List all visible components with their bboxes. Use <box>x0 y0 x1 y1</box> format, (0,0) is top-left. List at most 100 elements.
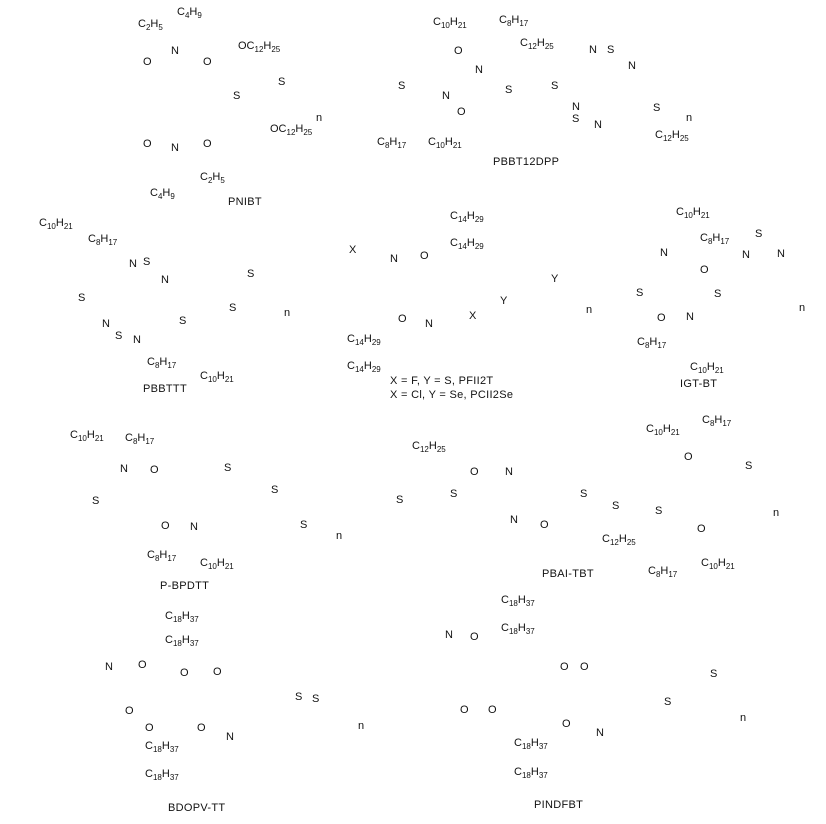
pbbt12dpp-bt-s-top: S <box>607 44 615 56</box>
pindfbt-o-5: O <box>580 661 589 673</box>
x-f-y-s-pfii2t-n-sub: n <box>586 304 593 316</box>
pindfbt-alkyl-c18h37-1: C18H37 <box>501 594 535 608</box>
bdopv-tt-s-1: S <box>295 691 303 703</box>
x-f-y-s-pfii2t-alkyl-c14h29-4: C14H29 <box>347 360 381 374</box>
p-bpdtt-o-bottom: O <box>161 520 170 532</box>
pbbttt-alkyl-c8h17-top: C8H17 <box>88 233 118 247</box>
pbbt12dpp-bt-n-3: N <box>572 101 580 113</box>
p-bpdtt-s-4: S <box>300 519 308 531</box>
pbai-tbt-n-bottom: N <box>510 514 518 526</box>
pindfbt-o-4: O <box>560 661 569 673</box>
p-bpdtt-alkyl-c10h21-top: C10H21 <box>70 429 104 443</box>
pnibt-o-3: O <box>143 138 152 150</box>
pbai-tbt-s-6: S <box>745 460 753 472</box>
igt-bt-n-top: N <box>660 247 668 259</box>
pnibt-name: PNIBT <box>228 196 262 208</box>
bdopv-tt-o-2: O <box>125 705 134 717</box>
x-f-y-s-pfii2t-name: X = F, Y = S, PFII2T <box>390 375 494 387</box>
pbbttt-s-4: S <box>247 268 255 280</box>
p-bpdtt-n-sub: n <box>336 530 343 542</box>
pbai-tbt-o-carbonyl-top: O <box>470 466 479 478</box>
pbbt12dpp-n-sub: n <box>686 112 693 124</box>
pnibt-alkoxy-top: OC12H25 <box>238 40 281 54</box>
bdopv-tt-alkyl-c18h37-4: C18H37 <box>145 768 179 782</box>
x-f-y-s-pfii2t-n-bottom: N <box>425 318 433 330</box>
x-f-y-s-pfii2t-alkyl-c14h29-1: C14H29 <box>450 210 484 224</box>
bdopv-tt-alkyl-c18h37-2: C18H37 <box>165 634 199 648</box>
pbbt12dpp-alkyl-c8h17-top: C8H17 <box>499 14 529 28</box>
pnibt-o-4: O <box>203 138 212 150</box>
igt-bt-bt-n-1: N <box>742 249 750 261</box>
igt-bt-n-bottom: N <box>686 311 694 323</box>
igt-bt-alkyl-c8h17-top: C8H17 <box>700 232 730 246</box>
pbai-tbt-o-carbonyl-bottom: O <box>540 519 549 531</box>
igt-bt-alkyl-c10h21-top: C10H21 <box>676 206 710 220</box>
x-f-y-s-pfii2t-o-bottom: O <box>398 313 407 325</box>
x-f-y-s-pfii2t-o-top: O <box>420 250 429 262</box>
pbbttt-bt-n-2: N <box>161 274 169 286</box>
p-bpdtt-s-3: S <box>271 484 279 496</box>
bdopv-tt-n-sub: n <box>358 720 365 732</box>
bdopv-tt-name: BDOPV-TT <box>168 802 226 814</box>
igt-bt-alkyl-c10h21-bottom: C10H21 <box>690 361 724 375</box>
pindfbt-o-6: O <box>562 718 571 730</box>
pbai-tbt-s-3: S <box>580 488 588 500</box>
igt-bt-bt-s: S <box>755 228 763 240</box>
pbbt12dpp-s-thio-2: S <box>505 84 513 96</box>
pbbt12dpp-alkyl-c10h21-bottom: C10H21 <box>428 136 462 150</box>
pbbttt-bt-s-top: S <box>143 256 151 268</box>
x-f-y-s-pfii2t-alkyl-c14h29-3: C14H29 <box>347 333 381 347</box>
pnibt-n-imide-top: N <box>171 45 179 57</box>
pnibt-n-sub: n <box>316 112 323 124</box>
igt-bt-s-1: S <box>636 287 644 299</box>
pbbttt-n-sub: n <box>284 307 291 319</box>
pindfbt-n-sub: n <box>740 712 747 724</box>
pbbt12dpp-bt-n-1: N <box>589 44 597 56</box>
p-bpdtt-name: P-BPDTT <box>160 580 210 592</box>
bdopv-tt-s-2: S <box>312 693 320 705</box>
pbai-tbt-alkyl-c10h21-top: C10H21 <box>646 423 680 437</box>
pindfbt-o-1: O <box>470 631 479 643</box>
pbai-tbt-s-1: S <box>396 494 404 506</box>
p-bpdtt-alkyl-c8h17-top: C8H17 <box>125 432 155 446</box>
p-bpdtt-n-top: N <box>120 463 128 475</box>
pindfbt-alkyl-c18h37-2: C18H37 <box>501 622 535 636</box>
pbbt12dpp-o-top: O <box>454 45 463 57</box>
x-f-y-s-pfii2t-n-top: N <box>390 253 398 265</box>
pbai-tbt-n-sub: n <box>773 507 780 519</box>
x-f-y-s-pfii2t-y-2: Y <box>551 273 559 285</box>
bdopv-tt-n-bottom: N <box>226 731 234 743</box>
pbbttt-bt-s-bottom: S <box>115 330 123 342</box>
igt-bt-bt-n-2: N <box>777 248 785 260</box>
igt-bt-s-2: S <box>714 288 722 300</box>
pbbttt-name: PBBTTT <box>143 383 187 395</box>
p-bpdtt-s-1: S <box>92 495 100 507</box>
bdopv-tt-o-5: O <box>213 666 222 678</box>
pindfbt-s-2: S <box>710 668 718 680</box>
x-f-y-s-pfii2t-x-top: X <box>349 244 357 256</box>
pbbt12dpp-alkyl-c12h25-bottom: C12H25 <box>655 129 689 143</box>
pbbt12dpp-bt-n-2: N <box>628 60 636 72</box>
pbbttt-s-1: S <box>78 292 86 304</box>
pbai-tbt-o-ether-top: O <box>684 451 693 463</box>
pbai-tbt-alkyl-c10h21-bottom: C10H21 <box>701 557 735 571</box>
bdopv-tt-o-3: O <box>145 722 154 734</box>
pbbttt-bt-n-3: N <box>102 318 110 330</box>
igt-bt-o-bottom: O <box>657 312 666 324</box>
pnibt-alkyl-c4h9-bottom: C4H9 <box>150 187 175 201</box>
bdopv-tt-o-4: O <box>180 667 189 679</box>
x-f-y-s-pfii2t-x-bottom: X <box>469 310 477 322</box>
pbai-tbt-alkyl-c12h25-top: C12H25 <box>412 440 446 454</box>
pbai-tbt-alkyl-c8h17-top: C8H17 <box>702 414 732 428</box>
pindfbt-name: PINDFBT <box>534 799 584 811</box>
pnibt-o-2: O <box>203 56 212 68</box>
pbbt12dpp-alkyl-c8h17-bottom: C8H17 <box>377 136 407 150</box>
pbai-tbt-name: PBAI-TBT <box>542 568 594 580</box>
igt-bt-n-sub: n <box>799 302 806 314</box>
pnibt-alkyl-c4h9-top: C4H9 <box>177 6 202 20</box>
pnibt-n-imide-bottom: N <box>171 142 179 154</box>
pbbt12dpp-bt-s-bottom: S <box>572 113 580 125</box>
pbbt12dpp-o-bottom: O <box>457 106 466 118</box>
igt-bt-o-top: O <box>700 264 709 276</box>
pindfbt-alkyl-c18h37-3: C18H37 <box>514 737 548 751</box>
